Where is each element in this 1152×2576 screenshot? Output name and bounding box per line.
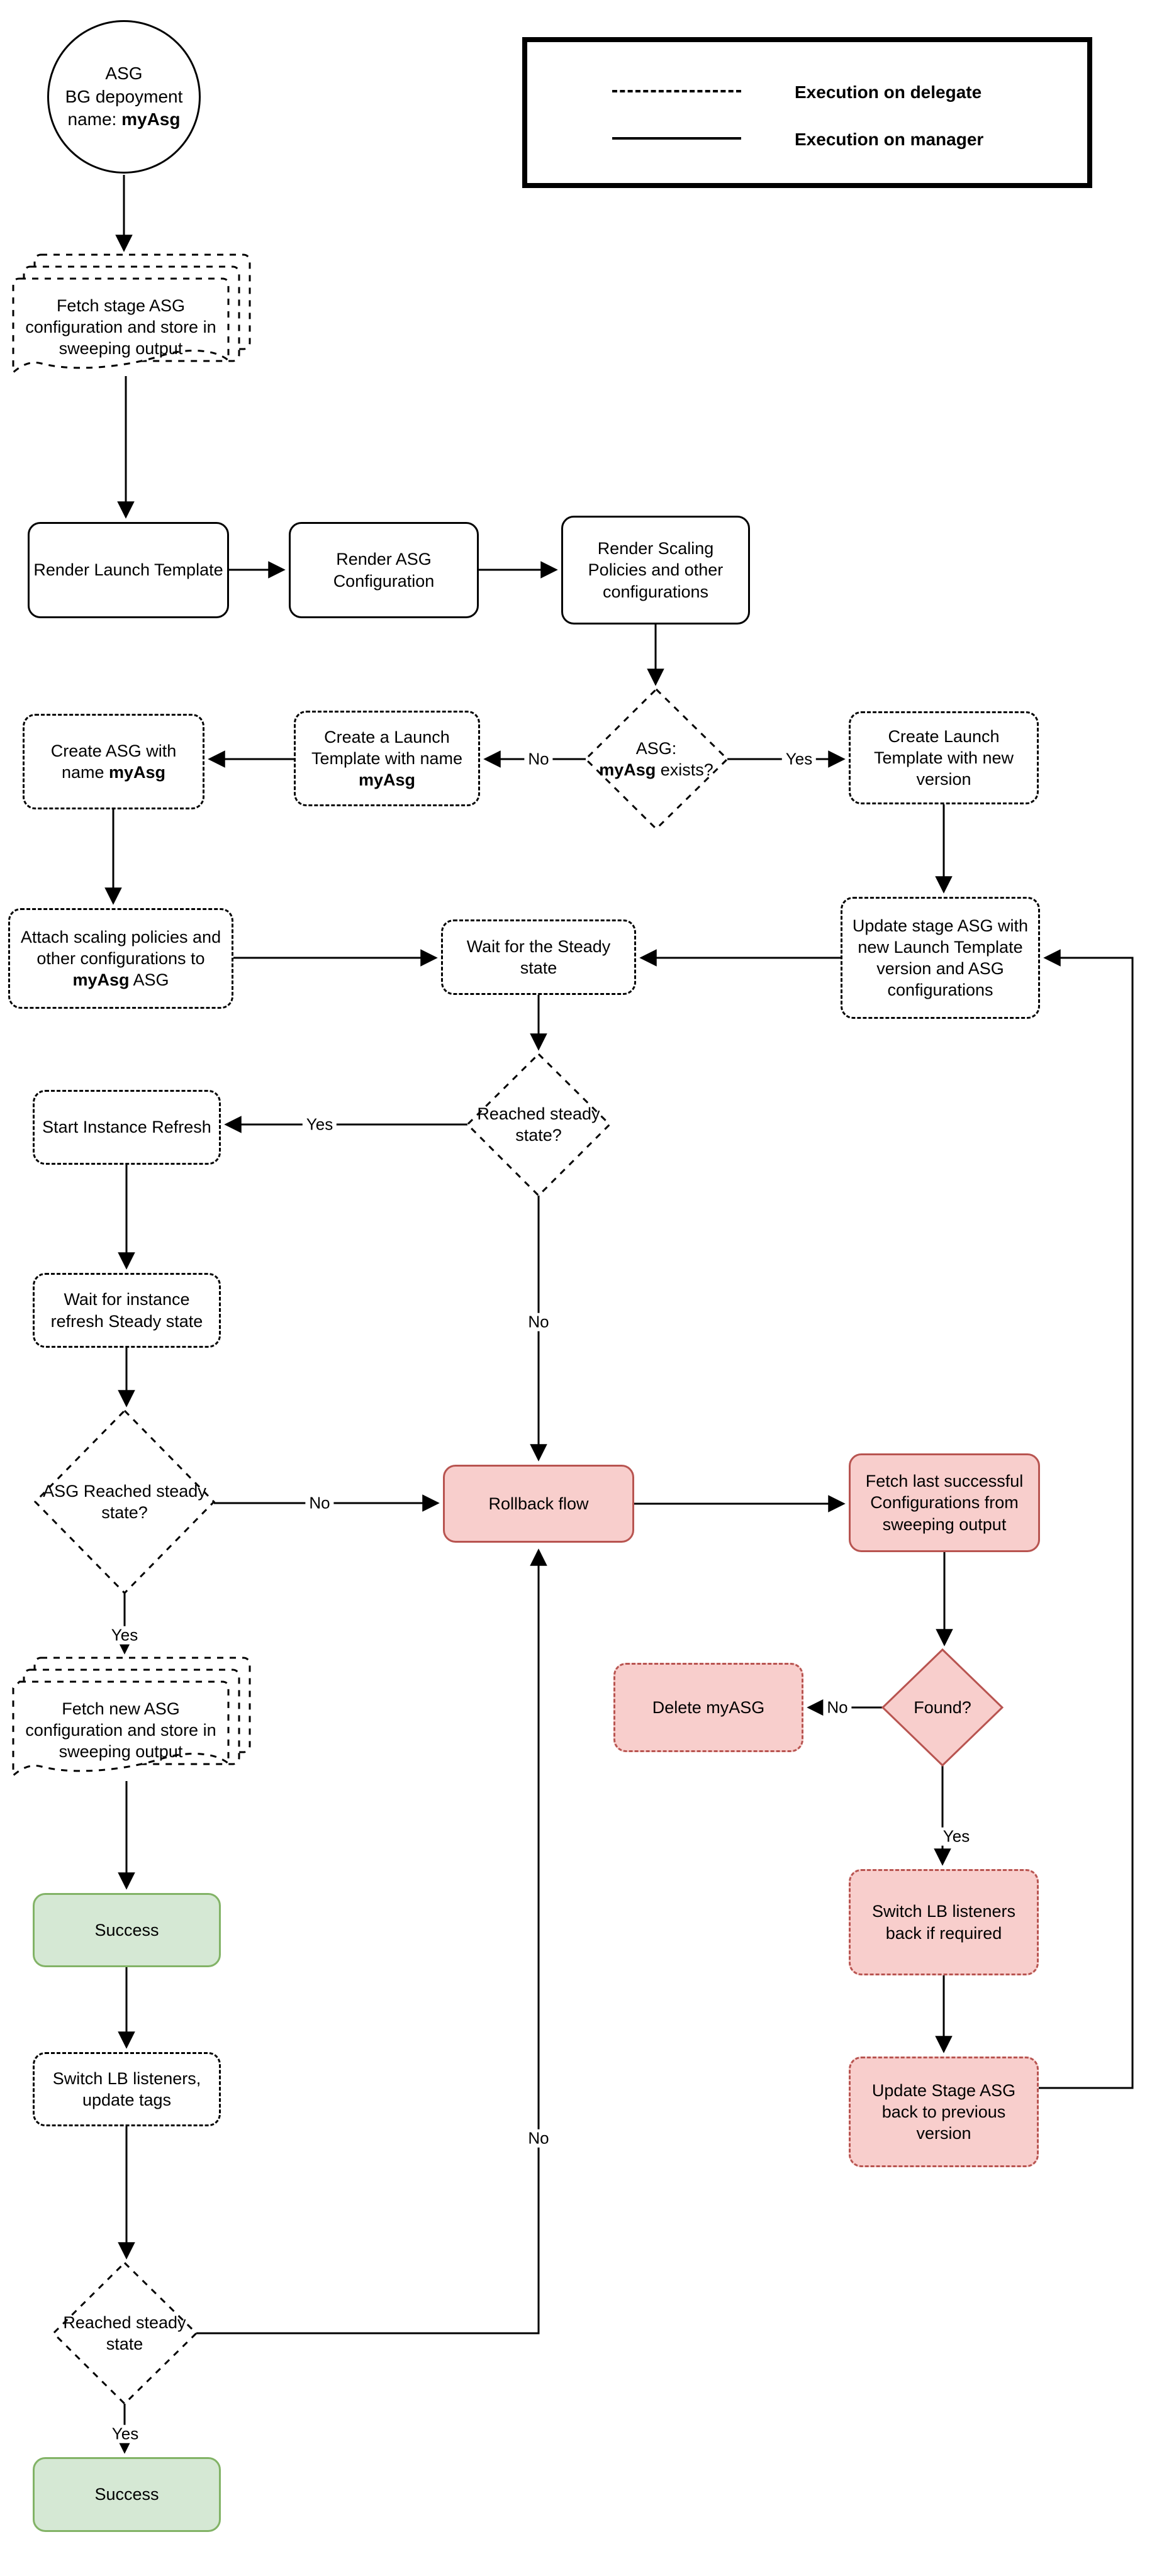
create-launch-template-new-version-node: Create Launch Template with new version bbox=[849, 711, 1039, 804]
success-final-node: Success bbox=[33, 2457, 221, 2532]
attach-scaling-policies-node: Attach scaling policies and other config… bbox=[8, 908, 233, 1009]
edge-label-yes-final: Yes bbox=[108, 2425, 143, 2443]
render-asg-configuration-node: Render ASG Configuration bbox=[289, 522, 479, 618]
render-launch-template-node: Render Launch Template bbox=[28, 522, 229, 618]
found-diamond-label: Found? bbox=[914, 1697, 971, 1717]
fetch-stage-doc-shape bbox=[12, 253, 251, 375]
fetch-stage-doc-label: Fetch stage ASG configuration and store … bbox=[25, 296, 216, 358]
reached-steady-final-diamond bbox=[52, 2261, 198, 2406]
legend: Execution on delegate Execution on manag… bbox=[522, 37, 1092, 188]
reached-steady-diamond bbox=[466, 1052, 612, 1197]
render-scaling-policies-node: Render Scaling Policies and other config… bbox=[561, 516, 750, 625]
asg-exists-diamond-label: ASG: myAsg exists? bbox=[599, 738, 713, 779]
edge-label-no-steady: No bbox=[524, 1313, 553, 1331]
edge-label-no-loop: No bbox=[524, 2129, 553, 2148]
create-asg-node: Create ASG with name myAsg bbox=[23, 714, 204, 809]
found-diamond bbox=[881, 1648, 1004, 1767]
edge-label-yes-found: Yes bbox=[939, 1828, 974, 1846]
asg-exists-diamond bbox=[584, 687, 729, 831]
edge-label-yes-asg-steady: Yes bbox=[107, 1626, 142, 1645]
asg-reached-steady-diamond bbox=[33, 1409, 216, 1595]
wait-steady-state-node: Wait for the Steady state bbox=[441, 919, 636, 995]
edge-label-yes-steady: Yes bbox=[302, 1116, 337, 1134]
update-stage-asg-node: Update stage ASG with new Launch Templat… bbox=[841, 897, 1040, 1019]
edge-final-no-loop bbox=[196, 1548, 547, 2334]
rollback-flow-node: Rollback flow bbox=[443, 1465, 634, 1543]
edge-label-no-asg-steady: No bbox=[305, 1494, 334, 1513]
edge-label-no-exists: No bbox=[524, 750, 553, 769]
start-instance-refresh-node: Start Instance Refresh bbox=[33, 1090, 221, 1165]
delete-myasg-node: Delete myASG bbox=[613, 1663, 803, 1752]
edge-updateback-loop bbox=[1039, 949, 1134, 2089]
legend-label-manager: Execution on manager bbox=[795, 130, 984, 149]
fetch-last-successful-node: Fetch last successful Configurations fro… bbox=[849, 1453, 1040, 1552]
reached-steady-final-diamond-label: Reached steady state bbox=[63, 2312, 186, 2353]
legend-dashed-line-sample bbox=[612, 90, 741, 92]
wait-instance-refresh-node: Wait for instance refresh Steady state bbox=[33, 1273, 221, 1348]
edge-label-no-found: No bbox=[823, 1699, 852, 1717]
switch-lb-back-node: Switch LB listeners back if required bbox=[849, 1869, 1039, 1975]
edge-label-yes-exists: Yes bbox=[781, 750, 817, 769]
asg-reached-steady-diamond-label: ASG Reached steady state? bbox=[43, 1481, 206, 1522]
switch-lb-listeners-node: Switch LB listeners, update tags bbox=[33, 2052, 221, 2126]
reached-steady-diamond-label: Reached steady state? bbox=[477, 1104, 600, 1145]
legend-solid-line-sample bbox=[612, 137, 741, 140]
start-circle: ASG BG depoyment name: myAsg bbox=[47, 20, 201, 174]
create-launch-template-node: Create a Launch Template with name myAsg bbox=[294, 711, 480, 806]
success-node: Success bbox=[33, 1893, 221, 1967]
fetch-new-doc-shape bbox=[12, 1657, 251, 1778]
fetch-new-doc-label: Fetch new ASG configuration and store in… bbox=[25, 1699, 216, 1761]
update-stage-asg-back-node: Update Stage ASG back to previous versio… bbox=[849, 2057, 1039, 2167]
legend-label-delegate: Execution on delegate bbox=[795, 82, 982, 102]
